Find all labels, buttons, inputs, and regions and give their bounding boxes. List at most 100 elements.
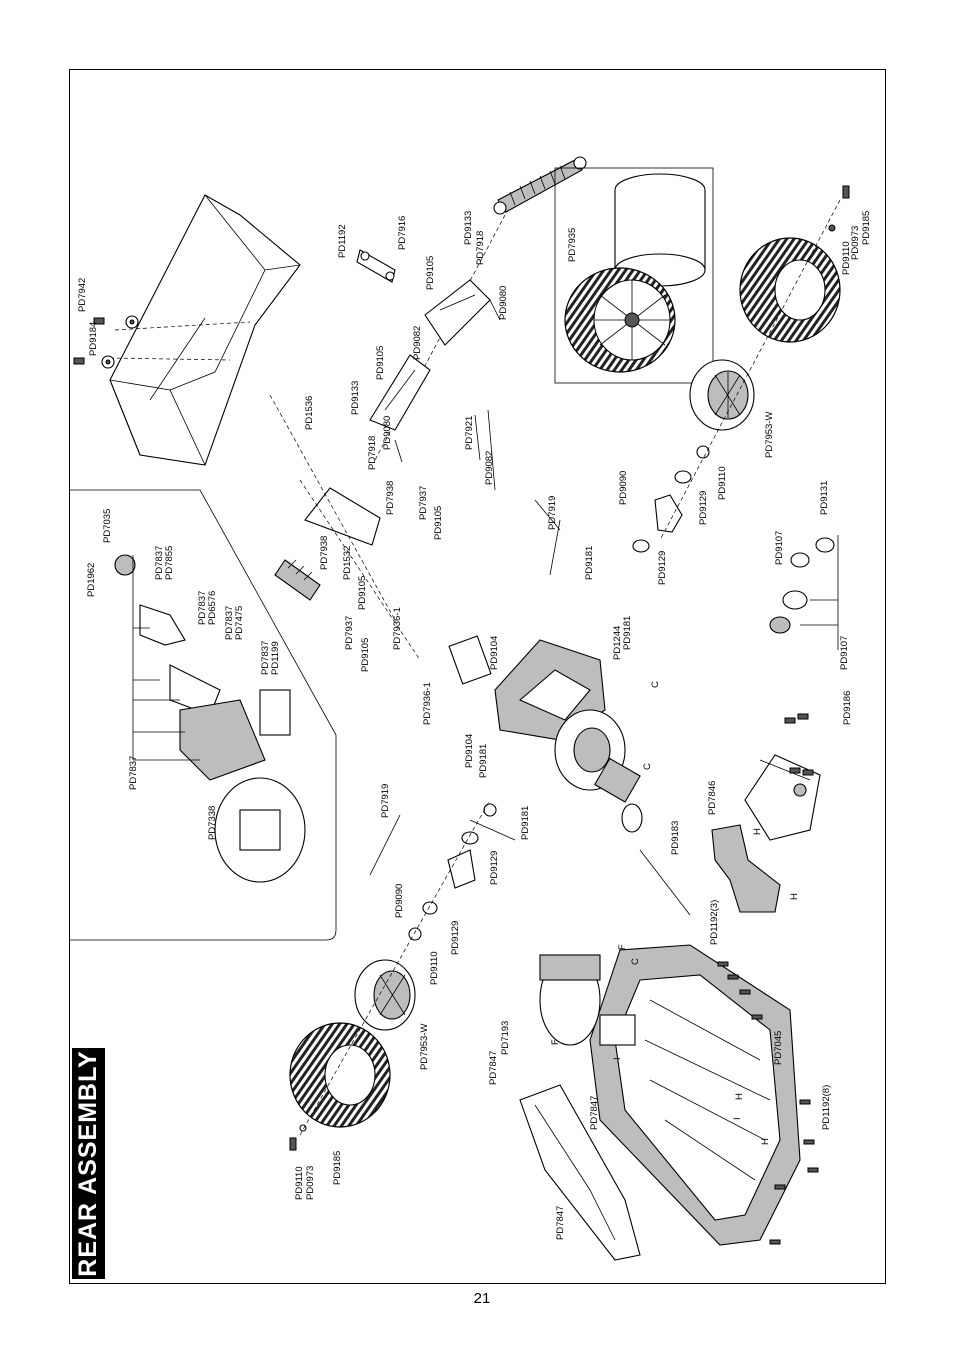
ref-letter-h: H [734, 1093, 745, 1100]
rear-shock [493, 156, 587, 215]
left-tire [289, 1022, 391, 1128]
label-pd9105: PD9105 [360, 638, 371, 672]
label-pd9105: PD9105 [357, 576, 368, 610]
ref-letter-f: F [617, 944, 628, 950]
label-pd9082: PD9082 [412, 326, 423, 360]
label-pd7935: PD7935 [567, 228, 578, 262]
label-pd7918: PD7918 [475, 231, 486, 265]
label-pd9090: PD9090 [618, 471, 629, 505]
label-pd9129: PD9129 [698, 491, 709, 525]
ref-letter-h: H [789, 893, 800, 900]
dogbone [469, 819, 516, 841]
label-pd7938: PD7938 [319, 536, 330, 570]
label-pd9104: PD9104 [489, 636, 500, 670]
label-pd0973: PD0973 [850, 226, 861, 260]
servo-screws [784, 713, 814, 776]
label-pd7936-1: PD7936-1 [422, 682, 433, 725]
shock-tower [269, 394, 421, 661]
ref-letter-i: I [612, 1057, 623, 1060]
label-pd9110: PD9110 [841, 241, 852, 275]
label-pd9104: PD9104 [464, 734, 475, 768]
label-pd0973: PD0973 [305, 1166, 316, 1200]
right-tire [739, 237, 841, 343]
label-pd9090: PD9090 [394, 884, 405, 918]
motor-assembly-bottom [539, 954, 636, 1046]
label-pd9181: PD9181 [622, 616, 633, 650]
bearing-stack [769, 535, 839, 650]
page-number: 21 [473, 1290, 491, 1307]
servo-mount [711, 824, 781, 913]
label-pd7035: PD7035 [102, 509, 113, 543]
label-pd9105: PD9105 [425, 256, 436, 290]
label-pd7936-1: PD7936-1 [392, 607, 403, 650]
label-pd9080: PD9080 [382, 416, 393, 450]
slipper-clutch [594, 757, 641, 803]
label-pd1192-8: PD1192(8) [821, 1085, 832, 1130]
left-rim [354, 959, 416, 1031]
label-pd9080: PD9080 [498, 286, 509, 320]
label-pd1962: PD1962 [86, 563, 97, 597]
ref-letter-f: F [550, 1039, 561, 1045]
ref-letter-i: I [732, 1117, 743, 1120]
label-pd9129: PD9129 [489, 851, 500, 885]
camber-link [356, 249, 396, 283]
label-pd7953w: PD7953-W [419, 1024, 430, 1070]
label-pd9183: PD9183 [670, 821, 681, 855]
label-pd9105: PD9105 [433, 506, 444, 540]
label-pd7919: PD7919 [380, 784, 391, 818]
label-pd7855: PD7855 [164, 546, 175, 580]
label-pd9129: PD9129 [450, 921, 461, 955]
label-pd9181: PD9181 [520, 806, 531, 840]
lower-arm [369, 354, 431, 431]
label-pd9129: PD9129 [657, 551, 668, 585]
label-pd9181: PD9181 [478, 744, 489, 778]
label-pd7193: PD7193 [500, 1021, 511, 1055]
label-pd7937: PD7937 [344, 616, 355, 650]
label-pd1244: PD1244 [612, 626, 623, 660]
label-pd7921: PD7921 [464, 416, 475, 450]
label-pd9110: PD9110 [717, 466, 728, 500]
diagram-frame [69, 69, 886, 1284]
motor-inset-parts [114, 554, 306, 883]
right-rim [689, 359, 755, 431]
label-pd7837: PD7837 [197, 591, 208, 625]
right-axle [534, 499, 561, 531]
hinge-pin-a [489, 299, 501, 321]
hinge-pin-c [474, 414, 481, 461]
wing-mount-screws [73, 315, 139, 369]
rear-link-left [369, 814, 401, 876]
label-pd9110: PD9110 [294, 1166, 305, 1200]
title-bar [72, 1048, 105, 1279]
label-pd9131: PD9131 [819, 481, 830, 515]
label-pd1192-3: PD1192(3) [709, 900, 720, 945]
label-pd9133: PD9133 [350, 381, 361, 415]
hinge-pin-b [394, 439, 403, 463]
label-pd6576: PD6576 [207, 591, 218, 625]
chassis-tub [589, 944, 801, 1246]
label-pd7942: PD7942 [77, 278, 88, 312]
label-pd7847: PD7847 [589, 1096, 600, 1130]
label-pd7919: PD7919 [547, 496, 558, 530]
label-pd1532: PD1532 [342, 546, 353, 580]
label-pd7837: PD7837 [128, 756, 139, 790]
ref-letter-h: H [760, 1138, 771, 1145]
label-pd9185: PD9185 [861, 211, 872, 245]
label-pd1192: PD1192 [337, 224, 348, 258]
label-pd9107: PD9107 [774, 531, 785, 565]
tire-inset-box [554, 167, 714, 384]
ref-letter-h: H [752, 828, 763, 835]
label-pd9133: PD9133 [463, 211, 474, 245]
left-hub-parts [408, 803, 497, 941]
motor-inset-panel [70, 489, 337, 941]
label-pd7953w: PD7953-W [764, 412, 775, 458]
left-axle-guide [299, 799, 491, 1136]
label-pd7918: PD7918 [367, 436, 378, 470]
servo [744, 754, 821, 841]
label-pd7846: PD7846 [707, 781, 718, 815]
ref-letter-c: C [642, 763, 653, 770]
label-pd7847: PD7847 [488, 1051, 499, 1085]
tire-inset-wheel [564, 267, 676, 373]
ref-letter-c: C [650, 681, 661, 688]
label-pd9107: PD9107 [839, 636, 850, 670]
